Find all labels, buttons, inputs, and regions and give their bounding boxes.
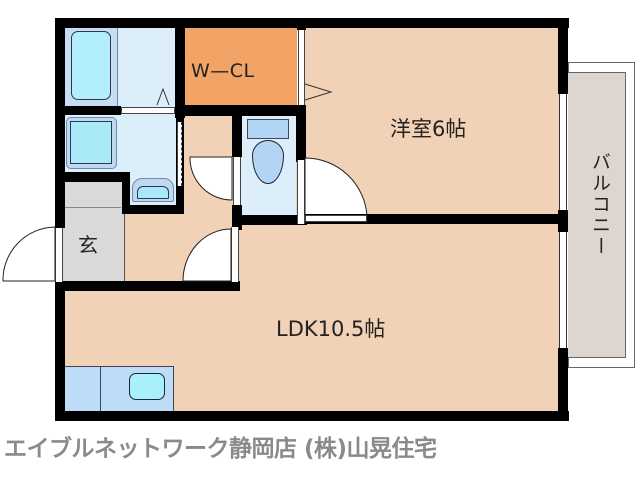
- wall-closet-bottom: [175, 105, 305, 116]
- wall-washroom-bottom: [55, 172, 125, 182]
- washroom-sliding-door[interactable]: [177, 122, 182, 186]
- closet-door-marker-icon: [304, 83, 333, 101]
- entrance-label: 玄: [78, 233, 98, 257]
- kitchen-counter-divider: [100, 366, 101, 412]
- balcony-label: バルコニー: [589, 152, 611, 257]
- window-ldk: [559, 232, 567, 348]
- wall-closet-right: [297, 18, 306, 30]
- ldk-door-swing-icon: [182, 228, 232, 282]
- wall-hallway-ldk: [55, 281, 240, 291]
- western-room-door-threshold: [305, 215, 367, 222]
- wall-ldk-door-post: [232, 220, 242, 230]
- wall-bottom: [55, 411, 569, 421]
- wall-toilet-bottom: [232, 215, 307, 225]
- wall-toilet-left-upper: [232, 112, 242, 157]
- washing-machine-inner: [70, 121, 112, 164]
- toilet-tank: [247, 119, 289, 139]
- balcony-floor: [568, 72, 626, 358]
- walk-in-closet-label: W—CL: [191, 60, 255, 82]
- wall-right-bottom: [558, 348, 568, 420]
- wall-left-lower: [55, 282, 65, 420]
- wall-basin-bottom: [122, 205, 184, 214]
- western-room-door[interactable]: [297, 160, 305, 224]
- wall-basin-left: [122, 172, 130, 214]
- entrance-floor: [63, 182, 125, 282]
- bath-door[interactable]: [121, 107, 175, 114]
- toilet-door-swing-icon: [189, 156, 233, 201]
- wall-top: [55, 18, 569, 28]
- wall-left-upper: [55, 18, 65, 228]
- wash-basin-inner: [137, 186, 169, 199]
- toilet-door[interactable]: [233, 157, 241, 205]
- window-western-room: [559, 94, 567, 210]
- wall-bath-bottom: [55, 106, 121, 115]
- closet-door[interactable]: [298, 30, 305, 105]
- wall-right-top: [558, 18, 568, 94]
- wall-western-ldk: [305, 214, 565, 224]
- western-room-label: 洋室6帖: [390, 117, 467, 141]
- kitchen-sink: [129, 373, 165, 400]
- wall-toilet-right: [296, 105, 306, 162]
- walk-in-closet: [183, 28, 297, 105]
- agency-watermark: エイブルネットワーク静岡店 (株)山晃住宅: [4, 436, 437, 462]
- bath-door-marker-icon: [156, 87, 170, 106]
- entrance-door-swing-icon: [2, 226, 56, 282]
- bathtub: [71, 31, 111, 100]
- wall-bath-closet: [175, 18, 185, 118]
- ldk-label: LDK10.5帖: [276, 317, 386, 341]
- toilet-bowl: [252, 140, 284, 184]
- entrance-step-line: [63, 207, 121, 208]
